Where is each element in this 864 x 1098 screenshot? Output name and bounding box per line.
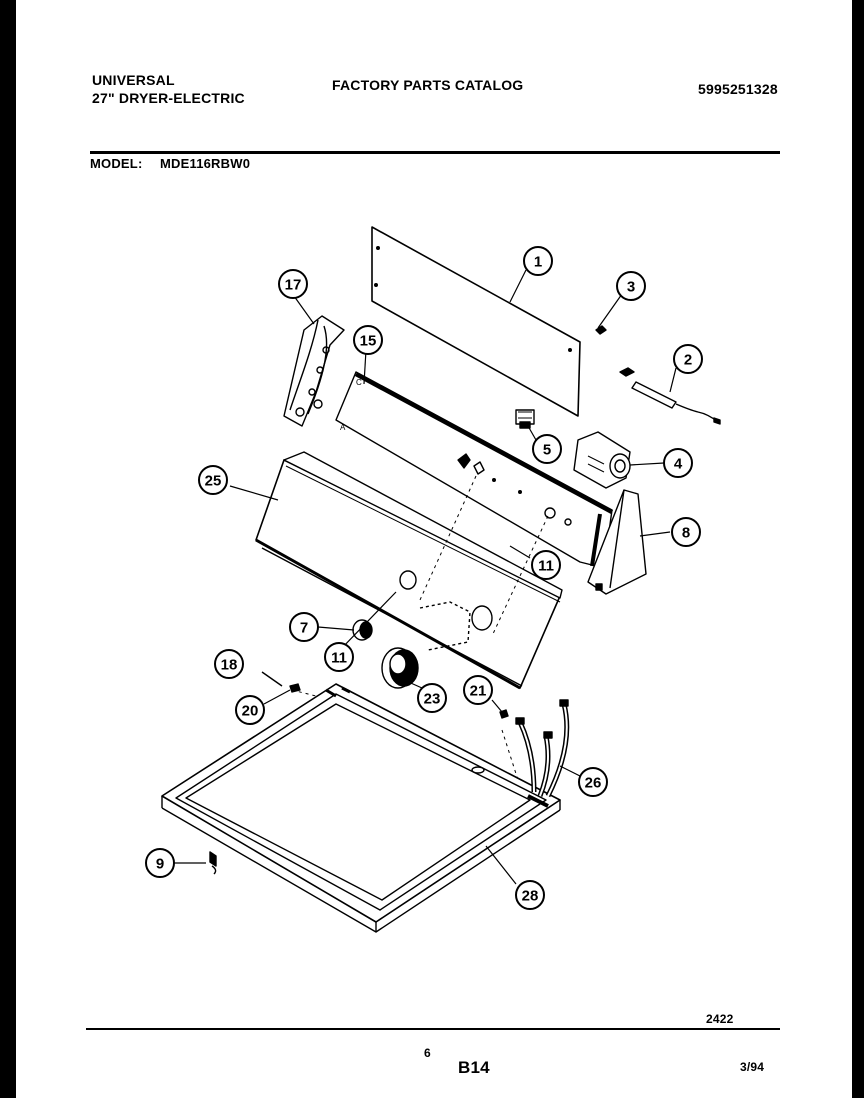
timer (573, 431, 631, 489)
end-cap (587, 489, 647, 595)
model-number: MDE116RBW0 (160, 156, 251, 171)
wire-harness (515, 699, 570, 798)
dial (381, 647, 419, 689)
section-code: B14 (458, 1058, 490, 1077)
callout-28: 28 (515, 880, 545, 910)
svg-text:18: 18 (221, 657, 238, 674)
callout-15: 15 (353, 325, 383, 355)
rear-panel (371, 226, 581, 417)
header-rule (90, 151, 780, 154)
svg-text:11: 11 (538, 558, 554, 575)
svg-text:9: 9 (156, 856, 164, 873)
callout-11b: 11 (324, 642, 354, 672)
callout-25: 25 (198, 465, 228, 495)
alignment-lines (291, 475, 549, 781)
callout-17: 17 (278, 269, 308, 299)
svg-text:2: 2 (684, 352, 692, 369)
svg-text:15: 15 (360, 333, 377, 350)
footer-rule (86, 1028, 780, 1030)
screw (595, 325, 607, 335)
svg-text:A: A (340, 423, 346, 432)
svg-text:25: 25 (205, 473, 222, 490)
callout-3: 3 (616, 271, 646, 301)
drawing-number: 2422 (706, 1012, 734, 1026)
callout-23: 23 (417, 683, 447, 713)
catalog-number: 5995251328 (698, 81, 778, 97)
svg-text:28: 28 (522, 888, 539, 905)
svg-text:3: 3 (627, 279, 635, 296)
svg-text:7: 7 (300, 620, 308, 637)
svg-text:17: 17 (285, 277, 302, 294)
sensor (619, 367, 721, 425)
svg-text:5: 5 (543, 442, 551, 459)
callout-2: 2 (673, 344, 703, 374)
svg-text:21: 21 (470, 683, 487, 700)
callout-21: 21 (463, 675, 493, 705)
svg-text:8: 8 (682, 525, 690, 542)
switch (515, 409, 535, 429)
control-panel-back: C A (335, 371, 614, 569)
svg-text:20: 20 (242, 703, 259, 720)
svg-text:1: 1 (534, 254, 542, 271)
callout-1: 1 (523, 246, 553, 276)
callout-8: 8 (671, 517, 701, 547)
knob (352, 619, 373, 641)
callout-11a: 11 (531, 550, 561, 580)
brand-name: UNIVERSAL (92, 72, 175, 88)
callout-20: 20 (235, 695, 265, 725)
callout-9: 9 (145, 848, 175, 878)
screw-and-clip (261, 671, 301, 693)
revision-date: 3/94 (740, 1060, 765, 1074)
catalog-title: FACTORY PARTS CATALOG (332, 77, 524, 93)
model-label: MODEL: (90, 156, 143, 171)
end-bracket (283, 315, 345, 427)
svg-text:C: C (356, 378, 362, 387)
page-number: 6 (424, 1046, 431, 1060)
callout-5: 5 (532, 434, 562, 464)
product-name: 27" DRYER-ELECTRIC (92, 90, 245, 106)
callout-4: 4 (663, 448, 693, 478)
svg-text:4: 4 (674, 456, 683, 473)
svg-text:23: 23 (424, 691, 441, 708)
dryer-top (161, 683, 561, 933)
top-clip (209, 851, 217, 875)
svg-text:11: 11 (331, 650, 347, 667)
callout-7: 7 (289, 612, 319, 642)
svg-text:26: 26 (585, 775, 602, 792)
leader-lines (174, 269, 677, 885)
callout-18: 18 (214, 649, 244, 679)
callout-26: 26 (578, 767, 608, 797)
control-console (255, 451, 563, 690)
